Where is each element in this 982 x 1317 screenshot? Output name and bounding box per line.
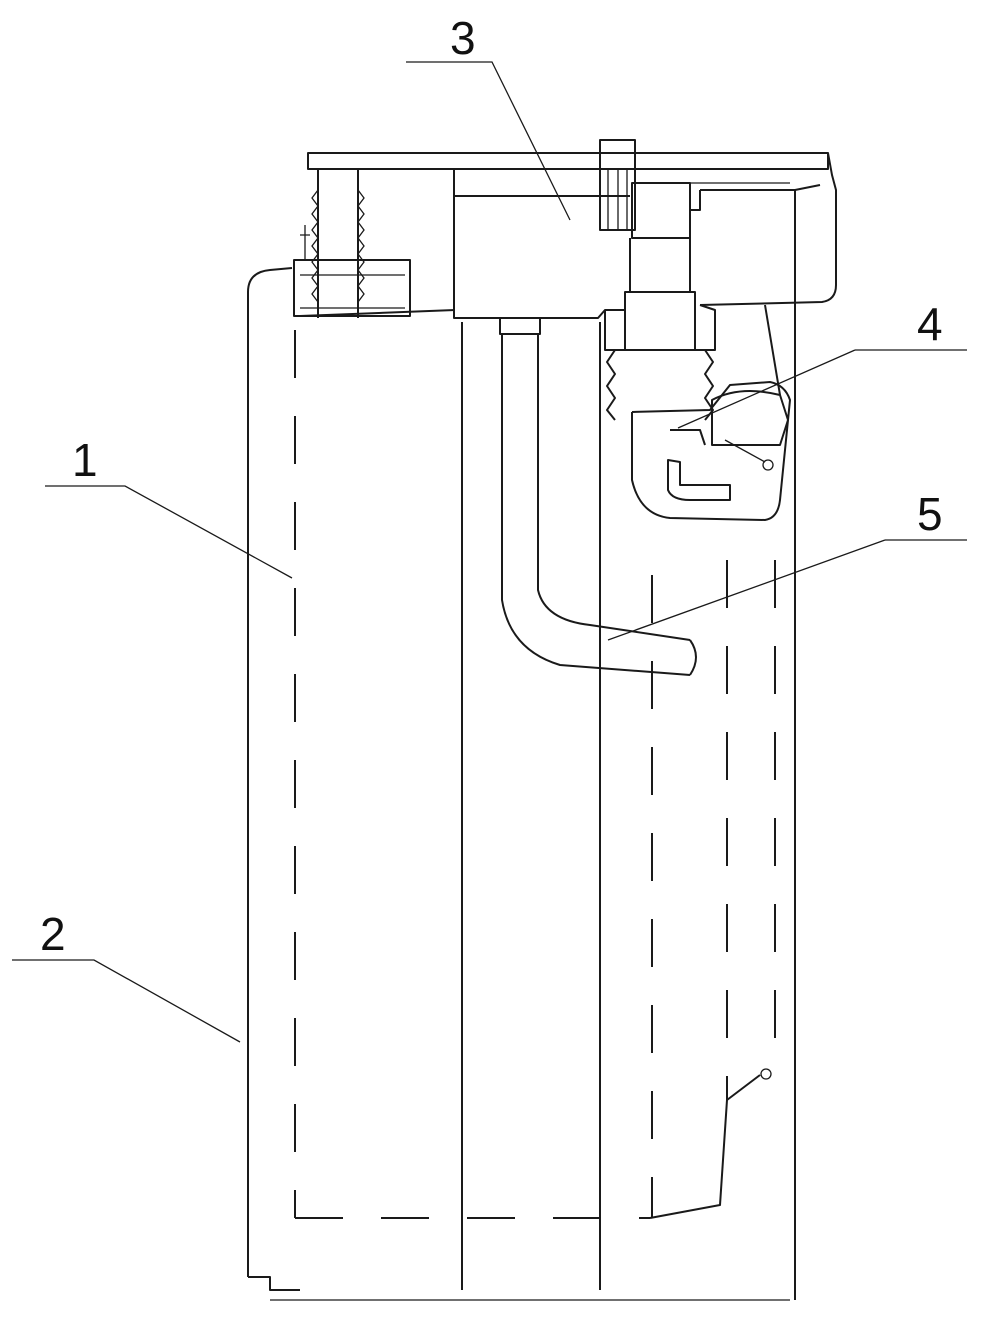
top-lid (307, 152, 837, 306)
inner-liner (294, 330, 776, 1219)
outlet-pipe (501, 334, 697, 676)
callout-labels: 3 4 5 1 2 (40, 12, 943, 960)
callout-2: 2 (40, 908, 66, 960)
callout-3: 3 (450, 12, 476, 64)
float-valve (631, 304, 791, 521)
threaded-inlet (293, 169, 456, 318)
outer-housing (247, 190, 796, 1301)
callout-5: 5 (917, 488, 943, 540)
control-box (453, 139, 701, 335)
leader-lines (12, 61, 967, 1043)
callout-1: 1 (72, 434, 98, 486)
pump-assembly (604, 238, 716, 421)
callout-4: 4 (917, 298, 943, 350)
